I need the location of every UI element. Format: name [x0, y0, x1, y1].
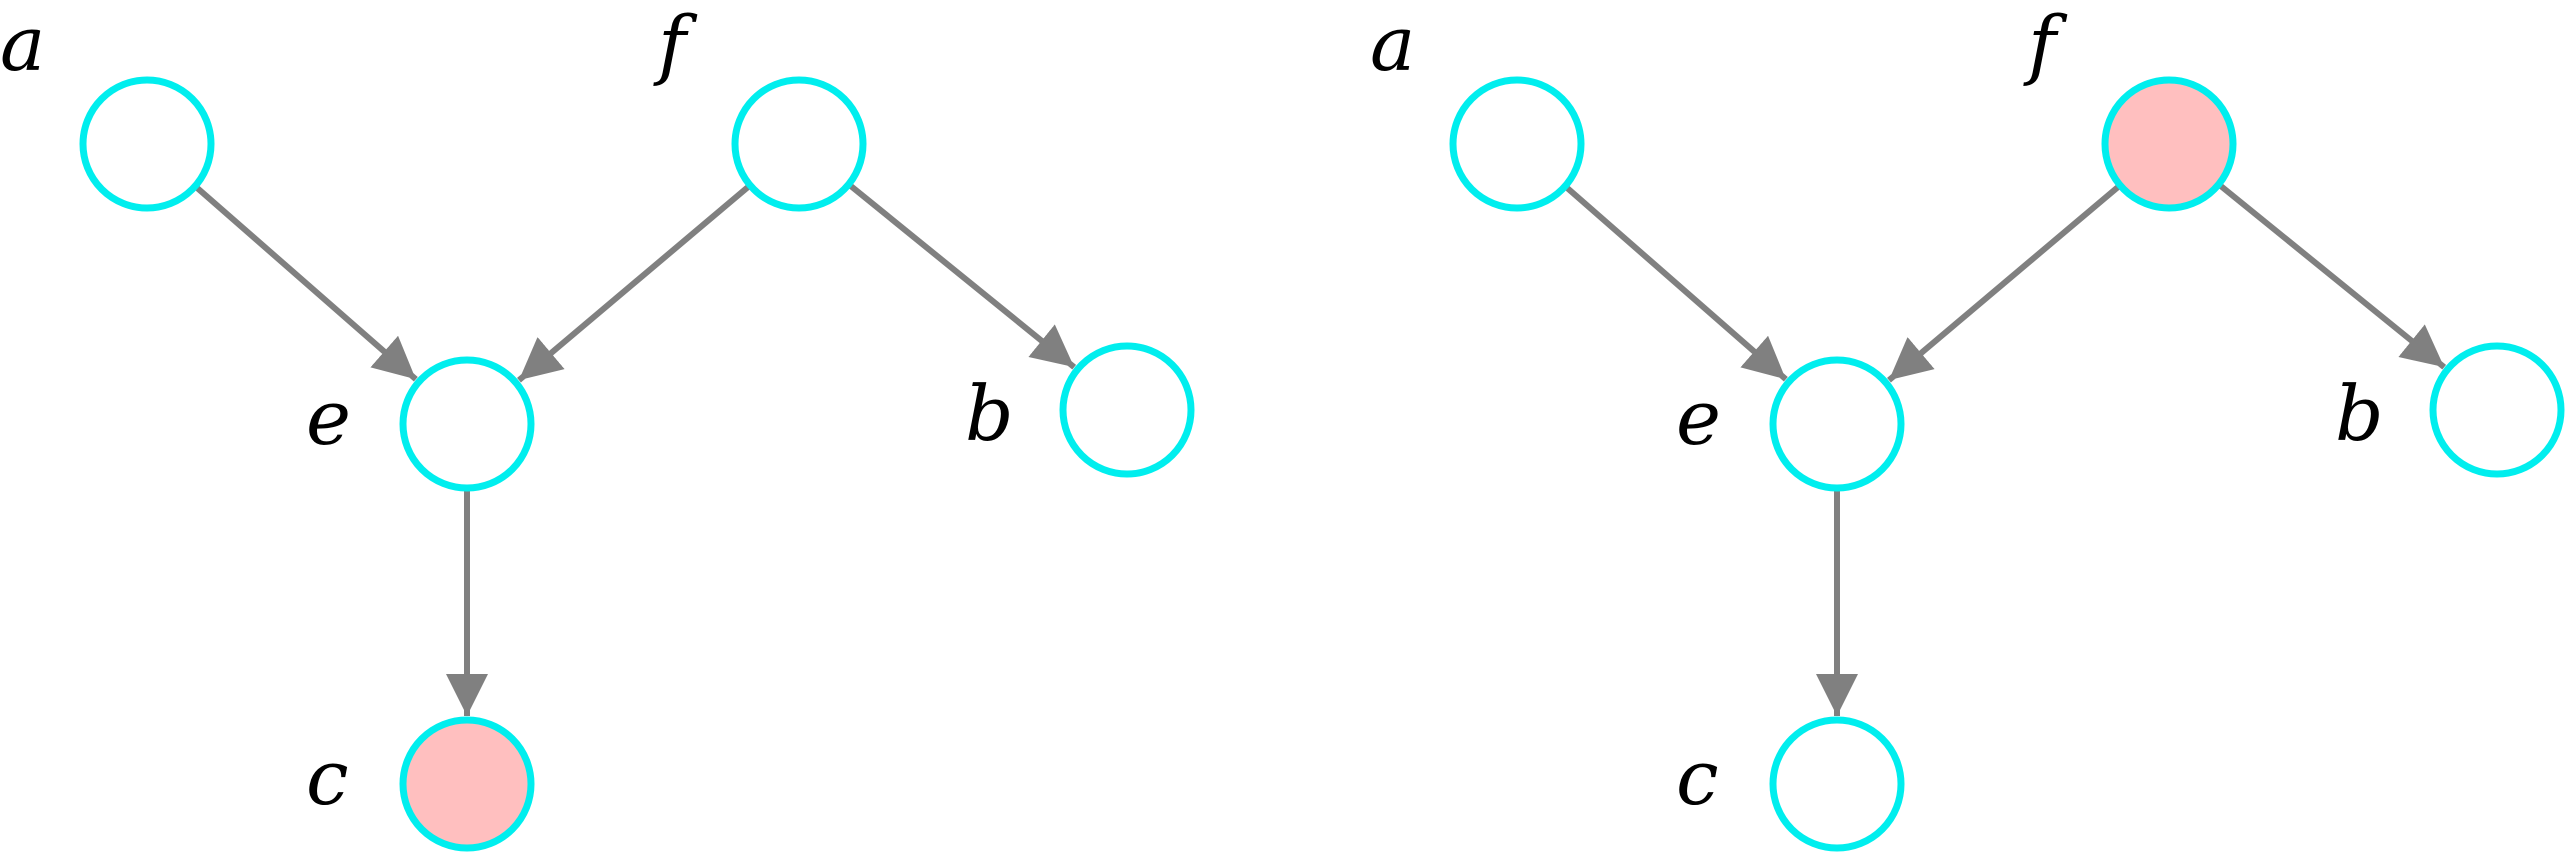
node-a — [1449, 76, 1585, 212]
edge-f-to-e — [517, 184, 751, 383]
graph-panel-right: a f e b c — [1370, 0, 2565, 852]
node-c — [1769, 716, 1905, 852]
edge-f-to-b — [2218, 183, 2447, 370]
node-label-b: b — [2335, 369, 2384, 458]
graph-panel-left: a f e b c — [0, 0, 1195, 852]
node-label-c: c — [306, 733, 349, 822]
node-e — [399, 356, 535, 492]
node-c-observed — [399, 716, 535, 852]
node-label-f: f — [653, 0, 698, 88]
node-e — [1769, 356, 1905, 492]
node-label-f: f — [2023, 0, 2068, 88]
node-label-a: a — [0, 0, 45, 88]
node-label-c: c — [1676, 733, 1719, 822]
node-f-observed — [2101, 76, 2237, 212]
edge-f-to-e — [1887, 184, 2121, 383]
node-label-a: a — [1370, 0, 1415, 88]
node-label-e: e — [1676, 373, 1721, 462]
node-f — [731, 76, 867, 212]
edge-a-to-e — [1564, 185, 1788, 382]
node-a — [79, 76, 215, 212]
edge-f-to-b — [848, 183, 1077, 370]
node-b — [2429, 342, 2565, 478]
node-label-e: e — [306, 373, 351, 462]
edge-a-to-e — [194, 185, 418, 382]
node-b — [1059, 342, 1195, 478]
node-label-b: b — [965, 369, 1014, 458]
